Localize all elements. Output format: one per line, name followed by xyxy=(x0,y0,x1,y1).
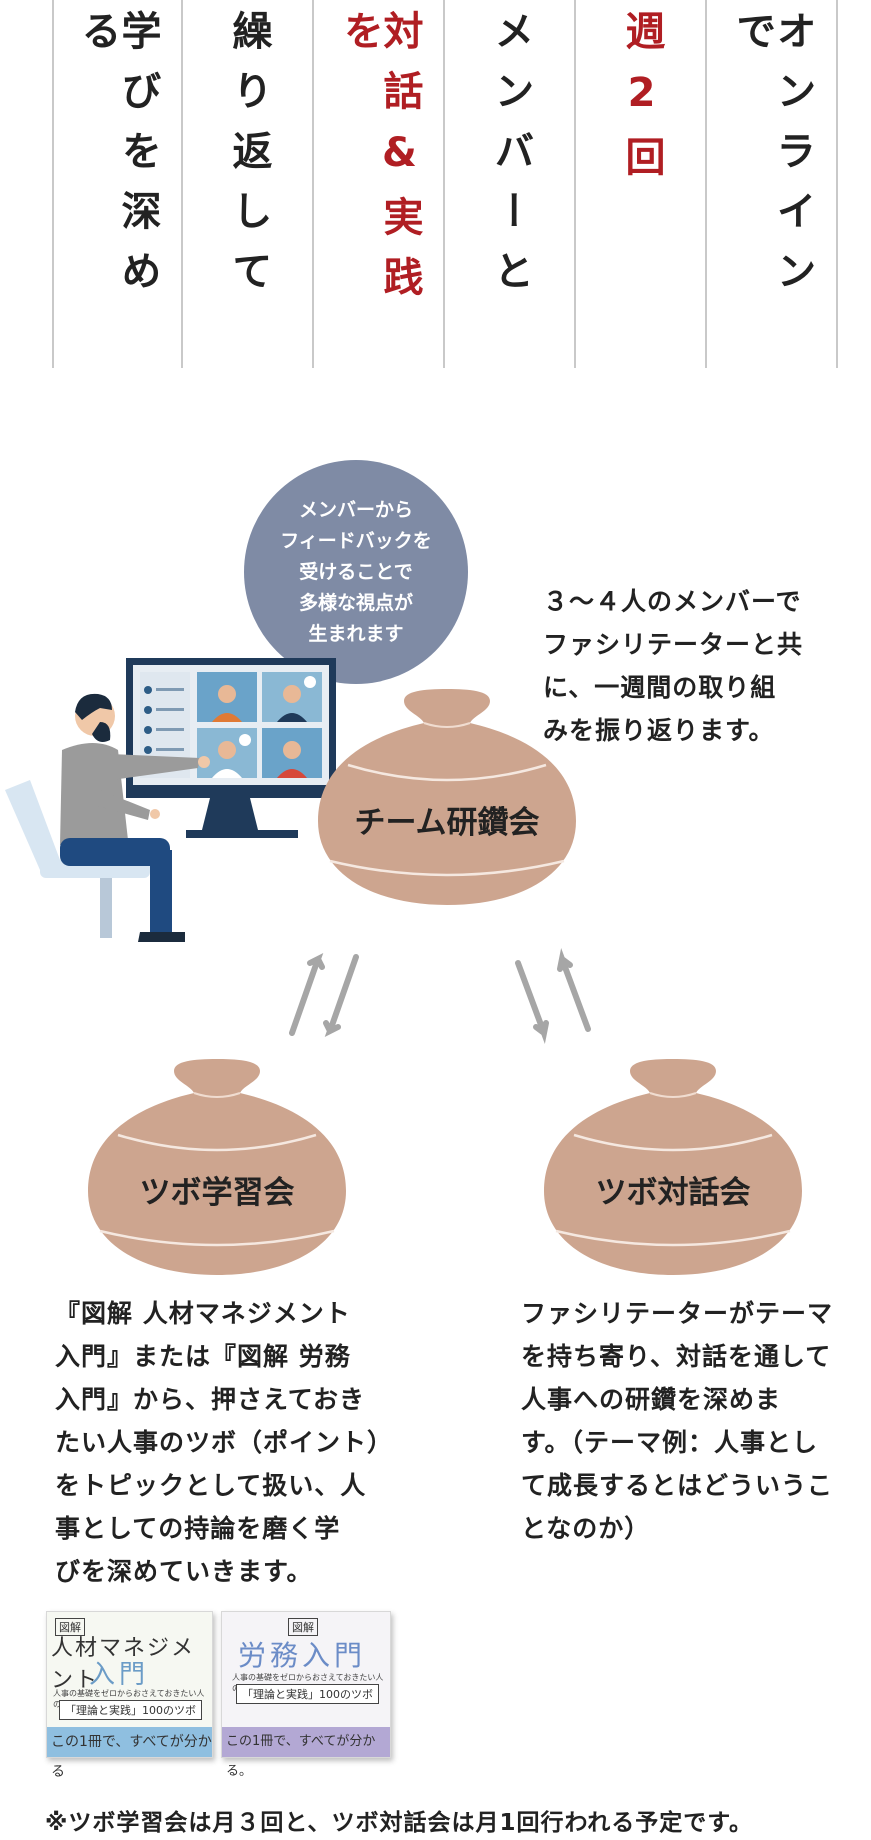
heading-text-5: 繰り返して xyxy=(225,10,272,310)
book-2-title: 労務入門 xyxy=(238,1639,367,1672)
heading-column-1: オンラインで xyxy=(707,0,838,368)
heading-text-3: メンバーと xyxy=(487,10,534,310)
dialogue-pot-label: ツボ対話会 xyxy=(596,1175,751,1211)
heading-column-5: 繰り返して xyxy=(183,0,314,368)
team-pot-label: チーム研鑽会 xyxy=(354,805,539,841)
vertical-heading: オンラインで 週2回 メンバーと 対話&実践を 繰り返して 学びを深める xyxy=(52,0,838,368)
study-pot-label: ツボ学習会 xyxy=(140,1175,295,1211)
cycle-arrow-icon-right xyxy=(515,948,591,1044)
schedule-note: ※ツボ学習会は月３回と、ツボ対話会は月1回行われる予定です。 xyxy=(45,1810,753,1836)
feedback-bubble-text: メンバーから フィードバックを 受けることで 多様な視点が 生まれます xyxy=(280,498,432,645)
book-1-small-title: 図解 xyxy=(55,1618,85,1636)
heading-text-6: 学びを深める xyxy=(74,10,161,310)
heading-column-4: 対話&実践を xyxy=(314,0,445,368)
book-1-title-2: 入門 xyxy=(89,1660,150,1690)
feedback-bubble: メンバーから フィードバックを 受けることで 多様な視点が 生まれます xyxy=(244,460,468,684)
team-pot-icon: チーム研鑽会 xyxy=(318,689,576,905)
book-1-footer: この1冊で、すべてが分かる xyxy=(47,1727,212,1780)
book-2-slogan: 「理論と実践」100のツボ xyxy=(236,1684,379,1704)
book-2-small-title: 図解 xyxy=(288,1618,318,1636)
cycle-arrow-icon-left xyxy=(289,953,359,1037)
heading-text-4: 対話&実践を xyxy=(336,10,423,316)
heading-column-3: メンバーと xyxy=(445,0,576,368)
team-description: ３〜４人のメンバーで ファシリテーターと共 に、一週間の取り組 みを振り返ります… xyxy=(543,587,804,745)
book-1-title: 人材マネジメント xyxy=(51,1636,196,1693)
heading-column-6: 学びを深める xyxy=(52,0,183,368)
dialogue-description: ファシリテーターがテーマ を持ち寄り、対話を通して 人事への研鑽を深めま す。（… xyxy=(521,1299,834,1543)
dialogue-pot-icon: ツボ対話会 xyxy=(544,1059,802,1275)
study-description: 『図解 人材マネジメント 入門』または『図解 労務 入門』から、押さえておき た… xyxy=(55,1299,394,1586)
book-2-footer: この1冊で、すべてが分かる。 xyxy=(222,1727,390,1779)
heading-text-2: 週2回 xyxy=(618,10,665,196)
study-pot-icon: ツボ学習会 xyxy=(88,1059,346,1275)
book-1-slogan: 「理論と実践」100のツボ xyxy=(59,1700,202,1720)
book-cover-roumu: 図解 労務入門 人事の基礎をゼロからおさえておきたい人のための 「理論と実践」1… xyxy=(221,1611,391,1779)
video-conference-person-illustration xyxy=(5,658,336,942)
heading-column-2: 週2回 xyxy=(576,0,707,368)
heading-text-1: オンラインで xyxy=(729,10,816,310)
book-cover-jinzai: 図解 人材マネジメント 入門 人事の基礎をゼロからおさえておきたい人のための 「… xyxy=(46,1611,213,1780)
